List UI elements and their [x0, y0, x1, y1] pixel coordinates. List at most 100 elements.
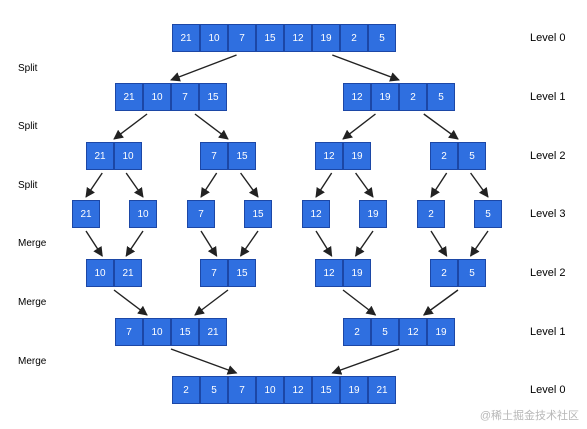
level-label: Level 1 — [530, 326, 566, 338]
array-cell: 7 — [200, 142, 228, 170]
arrow — [342, 113, 376, 140]
array-cell: 5 — [474, 200, 502, 228]
array-cell: 5 — [200, 376, 228, 404]
array-cell: 7 — [228, 376, 256, 404]
arrow — [85, 230, 103, 257]
array-cell: 12 — [399, 318, 427, 346]
array-cell: 12 — [315, 142, 343, 170]
array-cell: 10 — [143, 318, 171, 346]
arrow — [355, 230, 374, 257]
arrow — [422, 289, 459, 316]
array-cell: 7 — [115, 318, 143, 346]
array-cell: 2 — [343, 318, 371, 346]
level-label: Level 0 — [530, 32, 566, 44]
array-cell: 10 — [200, 24, 228, 52]
arrow — [113, 113, 148, 140]
level-label: Level 2 — [530, 150, 566, 162]
array-cell: 2 — [430, 259, 458, 287]
arrow — [355, 172, 374, 198]
array-cell: 15 — [228, 259, 256, 287]
arrow — [113, 289, 148, 316]
array-cell: 5 — [427, 83, 455, 111]
arrow — [332, 54, 400, 82]
arrow — [200, 230, 218, 257]
array-cell: 12 — [302, 200, 330, 228]
array-cell: 15 — [171, 318, 199, 346]
array-cell: 5 — [371, 318, 399, 346]
level-label: Level 1 — [530, 91, 566, 103]
array-cell: 21 — [368, 376, 396, 404]
array-cell: 2 — [417, 200, 445, 228]
array-cell: 15 — [244, 200, 272, 228]
array-cell: 19 — [340, 376, 368, 404]
array-cell: 19 — [371, 83, 399, 111]
array-cell: 21 — [86, 142, 114, 170]
array-cell: 5 — [368, 24, 396, 52]
arrow — [240, 230, 259, 257]
array-cell: 10 — [129, 200, 157, 228]
phase-label-split-3: Split — [18, 180, 38, 191]
arrow — [200, 172, 218, 198]
watermark: @稀土掘金技术社区 — [479, 410, 579, 422]
array-cell: 7 — [187, 200, 215, 228]
array-cell: 10 — [143, 83, 171, 111]
arrow — [240, 172, 259, 198]
array-cell: 2 — [430, 142, 458, 170]
array-cell: 7 — [228, 24, 256, 52]
arrow — [85, 172, 103, 198]
array-cell: 5 — [458, 142, 486, 170]
array-cell: 10 — [256, 376, 284, 404]
arrow — [331, 348, 400, 375]
arrow — [170, 54, 237, 82]
array-cell: 10 — [86, 259, 114, 287]
arrow — [470, 172, 489, 198]
arrow — [470, 230, 489, 257]
array-cell: 2 — [340, 24, 368, 52]
array-cell: 21 — [115, 83, 143, 111]
array-cell: 21 — [72, 200, 100, 228]
array-cell: 7 — [200, 259, 228, 287]
arrow — [170, 348, 238, 375]
array-cell: 10 — [114, 142, 142, 170]
phase-label-merge-3: Merge — [18, 356, 47, 367]
array-cell: 5 — [458, 259, 486, 287]
array-cell: 15 — [312, 376, 340, 404]
arrow — [194, 113, 229, 140]
array-cell: 7 — [171, 83, 199, 111]
arrow — [430, 172, 448, 198]
array-cell: 15 — [256, 24, 284, 52]
level-label: Level 0 — [530, 384, 566, 396]
level-label: Level 2 — [530, 267, 566, 279]
array-cell: 19 — [343, 259, 371, 287]
array-cell: 15 — [199, 83, 227, 111]
phase-label-merge-1: Merge — [18, 238, 47, 249]
array-cell: 19 — [343, 142, 371, 170]
arrow — [315, 172, 333, 198]
array-cell: 12 — [284, 24, 312, 52]
array-cell: 19 — [359, 200, 387, 228]
array-cell: 2 — [172, 376, 200, 404]
array-cell: 21 — [172, 24, 200, 52]
array-cell: 19 — [427, 318, 455, 346]
array-cell: 21 — [114, 259, 142, 287]
arrow — [342, 289, 377, 316]
arrow — [315, 230, 333, 257]
array-cell: 21 — [199, 318, 227, 346]
array-cell: 2 — [399, 83, 427, 111]
array-cell: 15 — [228, 142, 256, 170]
arrow — [194, 289, 229, 316]
phase-label-split-1: Split — [18, 63, 38, 74]
array-cell: 12 — [315, 259, 343, 287]
arrow — [125, 172, 144, 198]
phase-label-merge-2: Merge — [18, 297, 47, 308]
arrow — [125, 230, 144, 257]
level-label: Level 3 — [530, 208, 566, 220]
array-cell: 12 — [343, 83, 371, 111]
arrow — [430, 230, 448, 257]
array-cell: 19 — [312, 24, 340, 52]
array-cell: 12 — [284, 376, 312, 404]
phase-label-split-2: Split — [18, 121, 38, 132]
arrow — [423, 113, 459, 140]
